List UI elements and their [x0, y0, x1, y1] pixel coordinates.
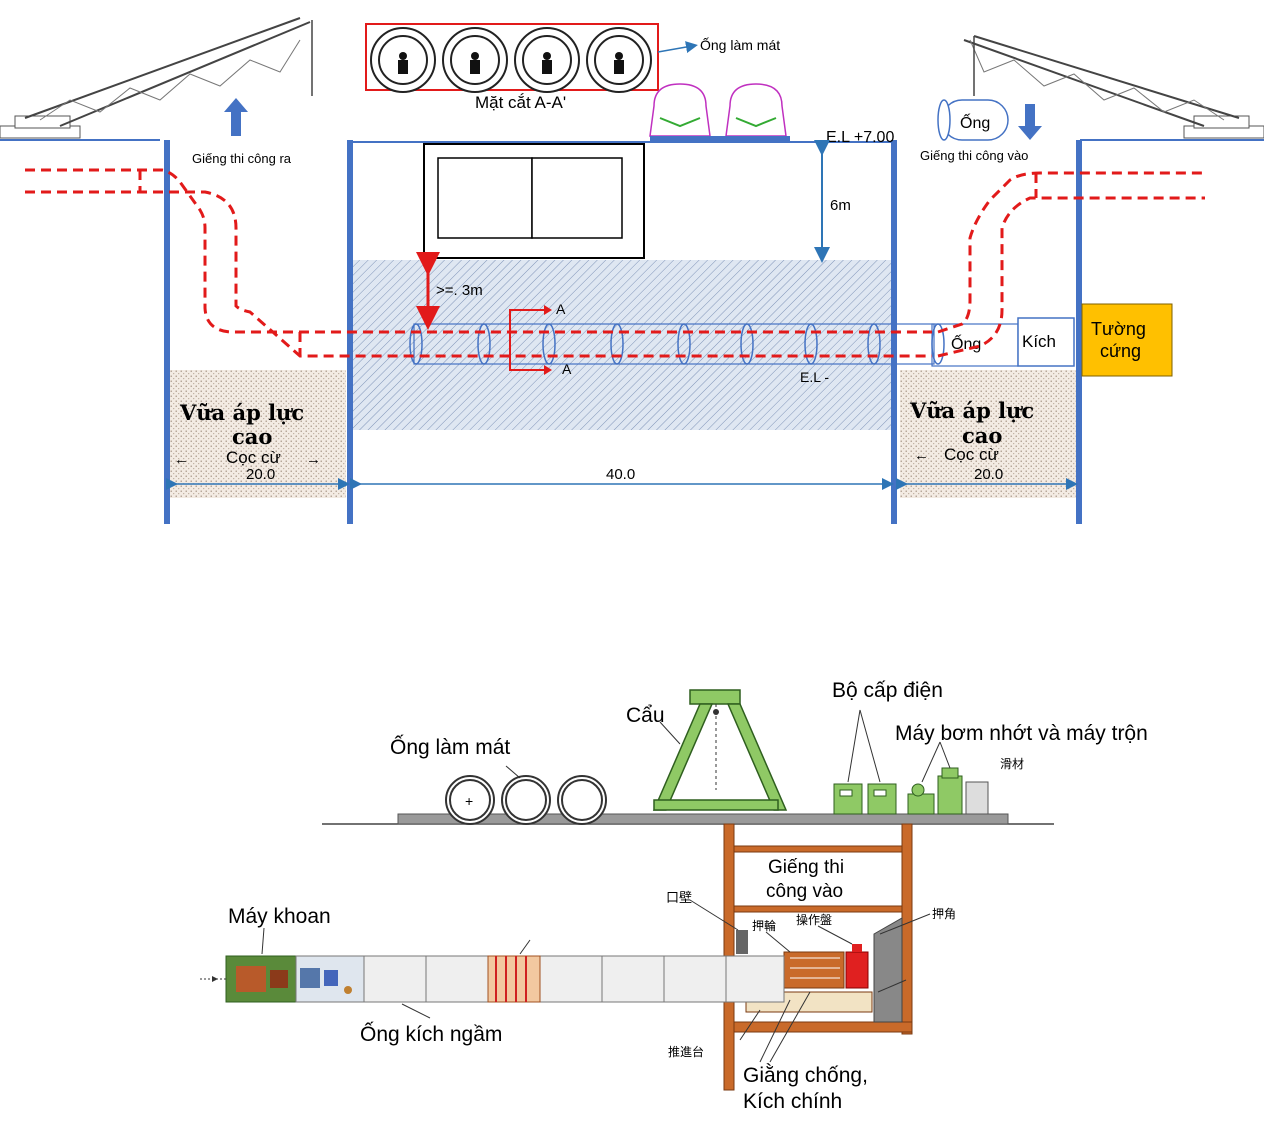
section-aa-box — [365, 23, 698, 93]
depth-label: 6m — [830, 197, 851, 214]
intermediate-jack — [487, 955, 541, 1003]
cooling-pipe-label: Ống làm mát — [700, 36, 780, 53]
grout-block-left — [170, 370, 346, 498]
push-ring-label: 押輪 — [752, 918, 776, 933]
right-crane — [963, 35, 1264, 141]
crane-label: Cẩu — [626, 704, 665, 727]
existing-structure — [423, 143, 645, 259]
elevation-bottom: E.L - — [800, 369, 829, 385]
entry-shaft-label-2: công vào — [766, 881, 843, 902]
jacking-pipe-string — [363, 955, 785, 1003]
clearance-label: >=. 3m — [436, 282, 483, 299]
grout-left-label-2: cao — [232, 424, 272, 449]
jack-box — [1017, 317, 1075, 367]
boring-machine — [200, 955, 365, 1003]
ground-slab — [397, 813, 1009, 825]
entry-shaft-label: Giếng thi công vào — [920, 148, 1028, 163]
push-corner-label: 押角 — [932, 907, 956, 921]
arrow-right-icon — [544, 365, 552, 375]
lowered-pipe-label: Ống — [960, 112, 990, 132]
width-left-label: 20.0 — [246, 466, 275, 483]
arrow-left-icon: ← — [174, 451, 189, 468]
cooling-pipes — [445, 775, 607, 825]
rigid-wall-label-2: cứng — [1100, 341, 1141, 361]
pipe-route — [25, 168, 1205, 358]
grout-right-label-1: Vữa áp lực — [909, 398, 1034, 423]
power-supply-label: Bộ cấp điện — [832, 679, 943, 702]
soil-zone — [352, 260, 892, 430]
width-middle-label: 40.0 — [606, 466, 635, 483]
lubricant-label: 滑材 — [1000, 757, 1024, 771]
arrow-left-icon: ← — [914, 447, 929, 464]
entrance-wall-label: 口壁 — [666, 890, 692, 905]
arrow-up-icon — [224, 98, 248, 136]
jacking-frame — [783, 944, 869, 989]
section-mark-top: A — [556, 301, 566, 317]
arrow-right-icon — [544, 305, 552, 315]
power-supply-units — [833, 783, 897, 815]
gantry-crane — [652, 689, 788, 811]
brace-label-1: Giằng chống, — [743, 1064, 868, 1087]
section-mark-bottom: A — [562, 361, 572, 377]
jacking-pipe-label: Ống kích ngầm — [360, 1022, 502, 1046]
left-crane — [0, 17, 313, 141]
elevation-top: E.L +7.00 — [826, 129, 894, 146]
grout-right-label-2: cao — [962, 423, 1002, 448]
bottom-section: + Ống làm mát Cẩu Bộ cấp điện — [200, 679, 1148, 1113]
exit-shaft-label: Giếng thi công ra — [192, 151, 292, 166]
entrance-wall — [736, 930, 748, 954]
cooling-pipe-label-bottom: Ống làm mát — [390, 735, 510, 759]
width-right-label: 20.0 — [974, 466, 1003, 483]
reaction-wall — [873, 917, 903, 1023]
pump-mixer-label: Máy bơm nhớt và máy trộn — [895, 722, 1148, 745]
surface-machines — [649, 83, 790, 142]
control-panel-label: 操作盤 — [796, 912, 832, 927]
arrow-right-icon: → — [306, 451, 321, 468]
drill-machine-label: Máy khoan — [228, 905, 331, 928]
grout-left-label-1: Vữa áp lực — [179, 400, 304, 425]
lowered-pipe — [937, 99, 1009, 141]
rigid-wall-label-1: Tường — [1091, 319, 1146, 339]
grout-block-right — [900, 370, 1076, 498]
arrow-down-icon — [1018, 104, 1042, 140]
sheet-pile-right-label: Cọc cừ — [944, 445, 999, 464]
jack-label: Kích — [1022, 332, 1056, 351]
pump-mixer — [907, 767, 989, 815]
entry-shaft-label-1: Giếng thi — [768, 857, 844, 878]
thrust-base-label: 推進台 — [668, 1044, 704, 1059]
sheet-pile-left-label: Cọc cừ — [226, 448, 281, 467]
tunnel-pipe-label: Ống — [951, 333, 981, 353]
rigid-wall-box — [1081, 303, 1173, 377]
plus-icon: + — [465, 793, 473, 809]
top-section: Giếng thi công ra Ống làm mát Mặt cắt A-… — [0, 17, 1264, 524]
section-aa-label: Mặt cắt A-A' — [475, 93, 566, 112]
brace-label-2: Kích chính — [743, 1090, 842, 1113]
section-marker — [509, 309, 546, 371]
